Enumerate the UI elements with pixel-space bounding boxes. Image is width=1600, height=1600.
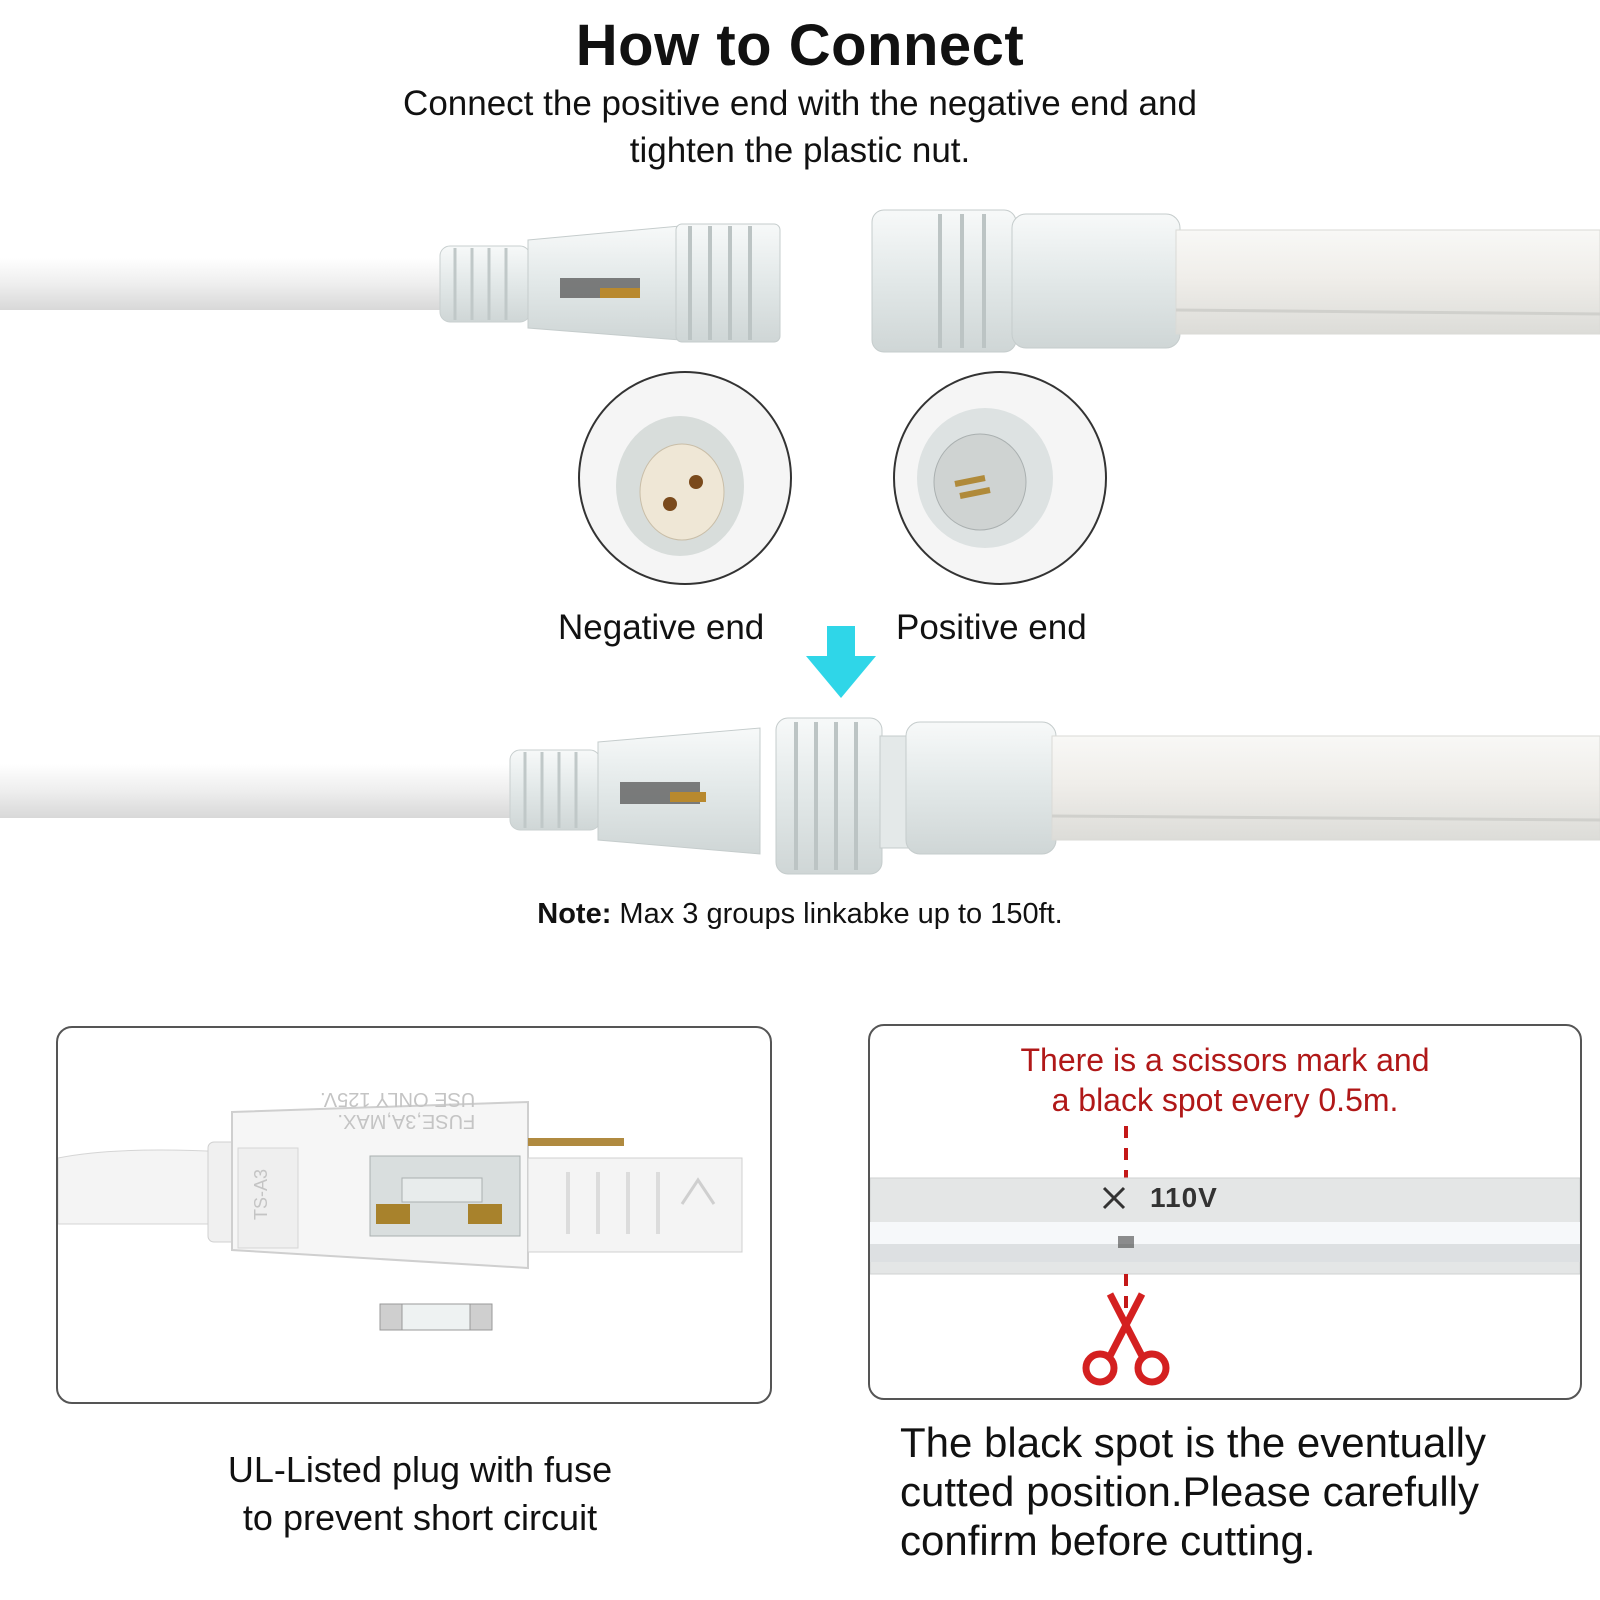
- connected-left-cable: [0, 764, 520, 818]
- cut-caption-line-1: The black spot is the eventually: [900, 1419, 1486, 1466]
- note-prefix: Note:: [537, 898, 612, 930]
- negative-end-label: Negative end: [558, 608, 765, 647]
- plug-model-marking: TS-A3: [251, 1168, 272, 1221]
- plug-caption-line-1: UL-Listed plug with fuse: [227, 1449, 613, 1490]
- black-spot: [1118, 1236, 1134, 1248]
- note-text: Note: Max 3 groups linkabke up to 150ft.: [0, 898, 1600, 931]
- strip-voltage-marking: 110V: [1150, 1182, 1218, 1213]
- page-subtitle: Connect the positive end with the negati…: [300, 80, 1300, 174]
- scissors-icon: [1082, 1292, 1170, 1386]
- positive-end-closeup: [893, 371, 1107, 585]
- fused-plug-illustration: [58, 1100, 743, 1331]
- right-neon-strip: [1175, 229, 1600, 335]
- positive-end-label: Positive end: [896, 608, 1087, 647]
- subtitle-line-1: Connect the positive end with the negati…: [403, 84, 1197, 123]
- positive-connector-nut: [871, 209, 1017, 353]
- cut-caption-line-2: cutted position.Please carefully: [900, 1468, 1479, 1515]
- separated-connectors: [0, 209, 1600, 585]
- plug-caption: UL-Listed plug with fuse to prevent shor…: [140, 1446, 700, 1542]
- cut-note-line-1: There is a scissors mark and: [1020, 1042, 1430, 1078]
- cut-mark-note: There is a scissors mark and a black spo…: [870, 1040, 1580, 1120]
- connected-assembly: [0, 717, 1600, 875]
- fuse-marking-line-2: USE ONLY 125V.: [320, 1088, 476, 1110]
- subtitle-line-2: tighten the plastic nut.: [629, 131, 971, 170]
- cut-caption-line-3: confirm before cutting.: [900, 1517, 1316, 1564]
- plug-caption-line-2: to prevent short circuit: [242, 1497, 598, 1538]
- plug-fuse-marking: FUSE,3A,MAX. USE ONLY 125V.: [320, 1088, 475, 1132]
- cut-mark-panel: There is a scissors mark and a black spo…: [868, 1024, 1582, 1400]
- connected-neon-strip: [1051, 735, 1600, 841]
- plug-panel: FUSE,3A,MAX. USE ONLY 125V. TS-A3: [56, 1026, 772, 1404]
- note-body: Max 3 groups linkabke up to 150ft.: [611, 898, 1063, 930]
- cut-note-line-2: a black spot every 0.5m.: [1051, 1082, 1399, 1118]
- connected-nut: [775, 717, 883, 875]
- page-title: How to Connect: [575, 13, 1025, 78]
- cut-caption: The black spot is the eventually cutted …: [900, 1418, 1590, 1565]
- fuse-marking-line-1: FUSE,3A,MAX.: [337, 1110, 476, 1132]
- positive-connector-sleeve: [1011, 213, 1181, 349]
- left-cable: [0, 258, 450, 310]
- arrow-down-icon: [806, 626, 876, 698]
- negative-end-closeup: [578, 371, 792, 585]
- cut-mark-illustration: [870, 1126, 1580, 1386]
